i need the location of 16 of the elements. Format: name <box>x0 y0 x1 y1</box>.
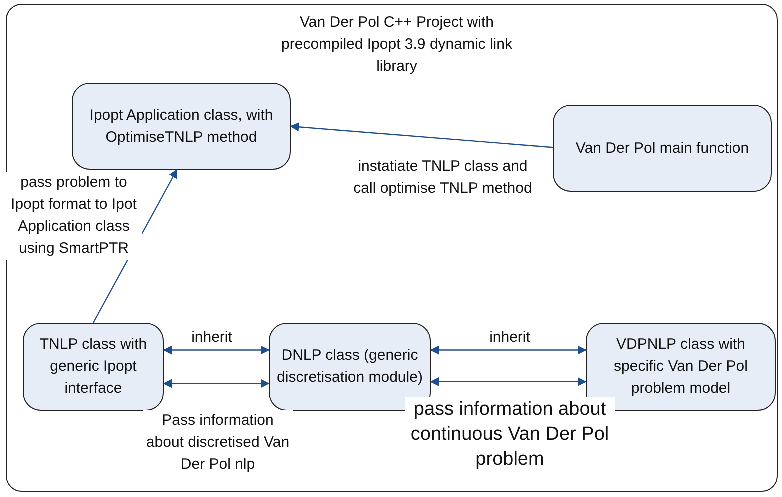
arrow <box>430 377 587 386</box>
arrow <box>163 379 270 388</box>
class-box <box>553 105 772 192</box>
class-text: VDPNLP class with specific Van Der Pol problem model <box>613 335 749 399</box>
arrow <box>430 346 587 355</box>
frame-heading: Van Der Pol C++ Project with precompiled Ipopt 3.9 dynamic link library <box>280 13 514 77</box>
class-text: Van Der Pol main function <box>576 138 750 158</box>
arrow <box>163 346 270 355</box>
arrow <box>290 122 554 148</box>
class-text: DNLP class (generic discretisation module) <box>276 346 424 388</box>
edge-label: pass problem to Ipopt format to Ipot Application class using SmartPTR <box>6 172 142 260</box>
class-text: TNLP class with generic Ipopt interface <box>38 335 148 399</box>
class-text: Ipopt Application class, with OptimiseTNLP method <box>88 106 274 148</box>
edge-label: pass information about continuous Van Der Pol problem <box>405 397 615 472</box>
class-box <box>23 323 164 411</box>
class-box <box>72 83 291 170</box>
